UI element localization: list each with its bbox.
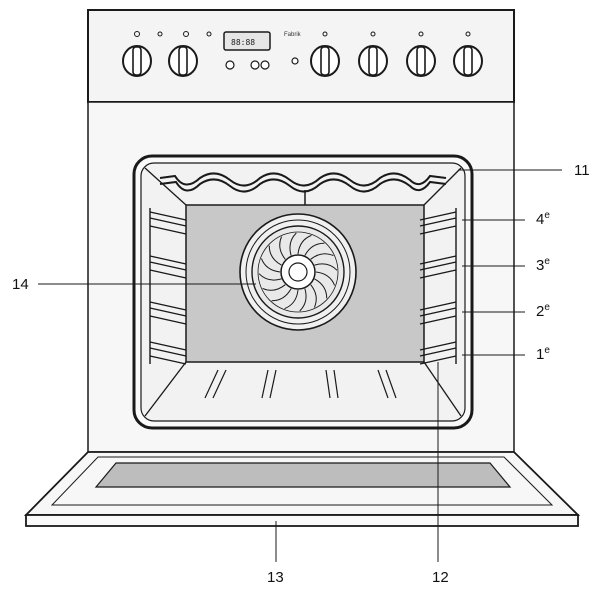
right-rack-rail — [419, 211, 457, 235]
svg-text:1e: 1e — [536, 345, 550, 363]
callout-12: 12 — [432, 362, 449, 586]
fan-blade — [258, 273, 282, 281]
left-rack-rail — [149, 211, 187, 235]
svg-text:3e: 3e — [536, 256, 550, 274]
shelf-2-suffix: e — [544, 302, 550, 313]
fan-blade — [279, 236, 286, 260]
timer-button-plus — [260, 60, 270, 70]
control-knob — [122, 45, 152, 77]
shelf-2-number: 2 — [536, 303, 544, 320]
fan-blade — [271, 288, 292, 302]
callout-12-label: 12 — [432, 569, 449, 586]
callout-14: 14 — [12, 276, 256, 293]
fan-blades — [258, 232, 338, 312]
clock-display: 88:88 — [223, 31, 271, 51]
fan-blade — [310, 253, 334, 260]
callout-14-label: 14 — [12, 276, 29, 293]
fan-blade — [314, 263, 338, 271]
knob-group — [122, 45, 483, 77]
right-rack-rail — [419, 255, 457, 279]
shelf-1-number: 1 — [536, 346, 544, 363]
fan-blade — [315, 271, 336, 286]
fan-blade — [314, 278, 328, 299]
fan-blade — [284, 289, 299, 310]
shelf-level-3: 3e — [462, 256, 550, 274]
control-panel: Fabrik 88:88 — [87, 9, 515, 103]
shelf-level-4: 4e — [462, 210, 550, 228]
control-knob — [168, 45, 198, 77]
oven-door — [23, 451, 581, 527]
callout-13-label: 13 — [267, 569, 284, 586]
left-rack-rail — [149, 341, 187, 365]
svg-text:2e: 2e — [536, 302, 550, 320]
fan-blade — [304, 242, 325, 256]
timer-buttons — [225, 57, 299, 70]
fan-blade — [268, 245, 282, 266]
shelf-4-number: 4 — [536, 211, 544, 228]
timer-button-left — [225, 60, 235, 70]
door-glass — [94, 462, 512, 488]
shelf-3-number: 3 — [536, 257, 544, 274]
callout-11: 11 — [458, 162, 590, 179]
fan-blade — [260, 258, 281, 273]
right-rack-rail — [419, 301, 457, 325]
floor-ribs — [204, 369, 397, 399]
right-rack-rail — [419, 341, 457, 365]
shelf-level-2: 2e — [462, 302, 550, 320]
control-knob — [310, 45, 340, 77]
oven-cavity — [132, 154, 474, 430]
indicator-row — [134, 31, 471, 37]
shelf-level-labels: 4e 3e 2e 1e — [462, 210, 550, 363]
fan-blade — [310, 284, 317, 308]
callout-13: 13 — [267, 521, 284, 586]
callout-11-label: 11 — [574, 162, 590, 179]
fan-blade — [289, 232, 297, 256]
fan-blade — [299, 288, 307, 312]
brand-label: Fabrik — [284, 32, 302, 38]
shelf-3-suffix: e — [544, 256, 550, 267]
shelf-4-suffix: e — [544, 210, 550, 221]
shelf-level-1: 1e — [462, 345, 550, 363]
fan-blade — [262, 284, 286, 291]
shelf-1-suffix: e — [544, 345, 550, 356]
left-rack-rail — [149, 301, 187, 325]
side-rack-supports — [149, 208, 457, 365]
control-knob — [406, 45, 436, 77]
control-knob — [358, 45, 388, 77]
svg-text:4e: 4e — [536, 210, 550, 228]
top-heating-element — [159, 172, 447, 205]
timer-button-minus — [250, 60, 260, 70]
convection-fan — [239, 213, 357, 331]
control-knob — [453, 45, 483, 77]
display-digits: 88:88 — [231, 38, 255, 47]
door-edge — [25, 514, 579, 527]
left-rack-rail — [149, 255, 187, 279]
fan-blade — [297, 234, 312, 255]
indicator-light — [291, 57, 299, 65]
